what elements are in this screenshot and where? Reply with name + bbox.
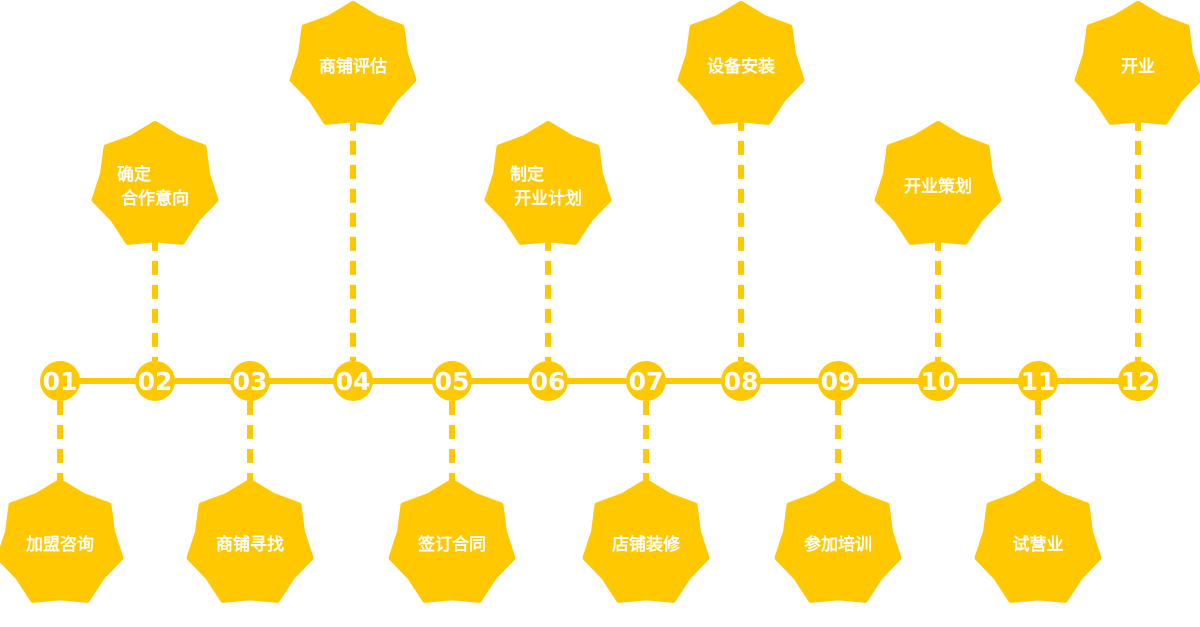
step-badge	[582, 479, 710, 603]
step-number-circle	[1018, 361, 1058, 401]
step-badge	[874, 121, 1002, 245]
step-badge	[774, 479, 902, 603]
step-label: 试营业	[1013, 534, 1064, 555]
timeline-step: 签订合同 05	[388, 361, 516, 603]
step-number-circle	[528, 361, 568, 401]
step-label: 参加培训	[804, 534, 872, 555]
timeline-step: 商铺寻找 03	[186, 361, 314, 603]
timeline-step: 参加培训 09	[774, 361, 902, 603]
step-number: 07	[629, 367, 664, 396]
timeline-step: 店铺装修 07	[582, 361, 710, 603]
step-number-circle	[721, 361, 761, 401]
step-label: 签订合同	[417, 534, 486, 555]
step-label: 开业策划	[904, 176, 972, 197]
step-badge	[974, 479, 1102, 603]
step-badge	[186, 479, 314, 603]
step-number-circle	[230, 361, 270, 401]
step-number: 11	[1021, 367, 1056, 396]
step-number-circle	[1118, 361, 1158, 401]
step-badge	[289, 1, 417, 125]
step-label: 开业计划	[514, 188, 582, 209]
timeline-step: 设备安装 08	[677, 1, 805, 401]
step-label: 商铺评估	[319, 56, 387, 77]
step-number: 03	[233, 367, 268, 396]
step-number-circle	[626, 361, 666, 401]
step-number: 09	[821, 367, 856, 396]
step-label: 确定	[117, 164, 151, 185]
step-label: 开业	[1121, 57, 1155, 77]
step-badge	[0, 479, 124, 603]
step-number: 04	[336, 367, 371, 396]
step-label: 加盟咨询	[25, 534, 94, 555]
step-number: 12	[1121, 367, 1156, 396]
step-badge	[1074, 1, 1200, 125]
step-badge	[388, 479, 516, 603]
timeline-step: 开业策划 10	[874, 121, 1002, 401]
step-label: 店铺装修	[612, 534, 681, 555]
step-number: 06	[531, 367, 566, 396]
timeline-step: 试营业 11	[974, 361, 1102, 603]
step-number: 05	[435, 367, 470, 396]
step-label: 制定	[510, 164, 544, 185]
timeline-step: 开业 12	[1074, 1, 1200, 401]
step-number-circle	[333, 361, 373, 401]
step-number-circle	[40, 361, 80, 401]
step-number-circle	[135, 361, 175, 401]
step-badge	[677, 1, 805, 125]
step-badge	[91, 121, 219, 245]
step-number: 01	[43, 367, 78, 396]
timeline-step: 加盟咨询 01	[0, 361, 124, 603]
timeline-step: 商铺评估 04	[289, 1, 417, 401]
step-label: 合作意向	[121, 188, 189, 209]
step-number-circle	[818, 361, 858, 401]
step-label: 商铺寻找	[216, 534, 284, 555]
step-number: 02	[138, 367, 173, 396]
step-number: 08	[724, 367, 759, 396]
step-number: 10	[921, 367, 956, 396]
step-number-circle	[918, 361, 958, 401]
step-label: 设备安装	[707, 56, 775, 77]
step-number-circle	[432, 361, 472, 401]
step-badge	[484, 121, 612, 245]
